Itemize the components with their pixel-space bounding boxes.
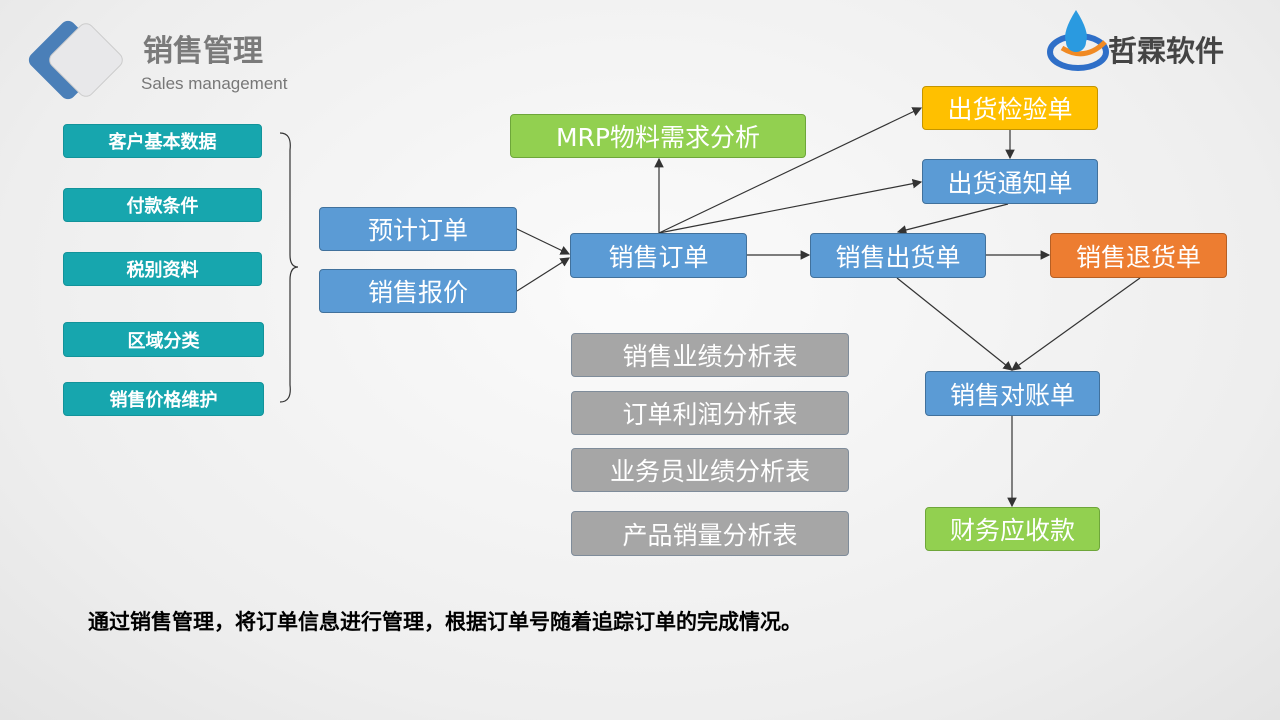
report-salesperson: 业务员业绩分析表 xyxy=(571,448,849,492)
report-order-profit: 订单利润分析表 xyxy=(571,391,849,435)
mrp-box: MRP物料需求分析 xyxy=(510,114,806,158)
brand-name: 哲霖软件 xyxy=(1108,34,1225,68)
price-maintenance-box: 销售价格维护 xyxy=(63,382,264,416)
report-sales-performance: 销售业绩分析表 xyxy=(571,333,849,377)
footer-note: 通过销售管理，将订单信息进行管理，根据订单号随着追踪订单的完成情况。 xyxy=(88,610,802,634)
region-class-box: 区域分类 xyxy=(63,322,264,357)
report-product-volume: 产品销量分析表 xyxy=(571,511,849,556)
payment-terms-box: 付款条件 xyxy=(63,188,262,222)
sales-order-box: 销售订单 xyxy=(570,233,747,278)
delivery-box: 销售出货单 xyxy=(810,233,986,278)
brace xyxy=(279,132,299,403)
inspection-box: 出货检验单 xyxy=(922,86,1098,130)
page-title: 销售管理 xyxy=(143,34,263,69)
page-subtitle: Sales management xyxy=(141,74,288,93)
tax-info-box: 税别资料 xyxy=(63,252,262,286)
return-box: 销售退货单 xyxy=(1050,233,1227,278)
brand-logo-icon xyxy=(1047,10,1109,71)
delivery-notice-box: 出货通知单 xyxy=(922,159,1098,204)
receivable-box: 财务应收款 xyxy=(925,507,1100,551)
customer-data-box: 客户基本数据 xyxy=(63,124,262,158)
forecast-order-box: 预计订单 xyxy=(319,207,517,251)
quotation-box: 销售报价 xyxy=(319,269,517,313)
reconciliation-box: 销售对账单 xyxy=(925,371,1100,416)
logo-icon xyxy=(28,20,123,100)
